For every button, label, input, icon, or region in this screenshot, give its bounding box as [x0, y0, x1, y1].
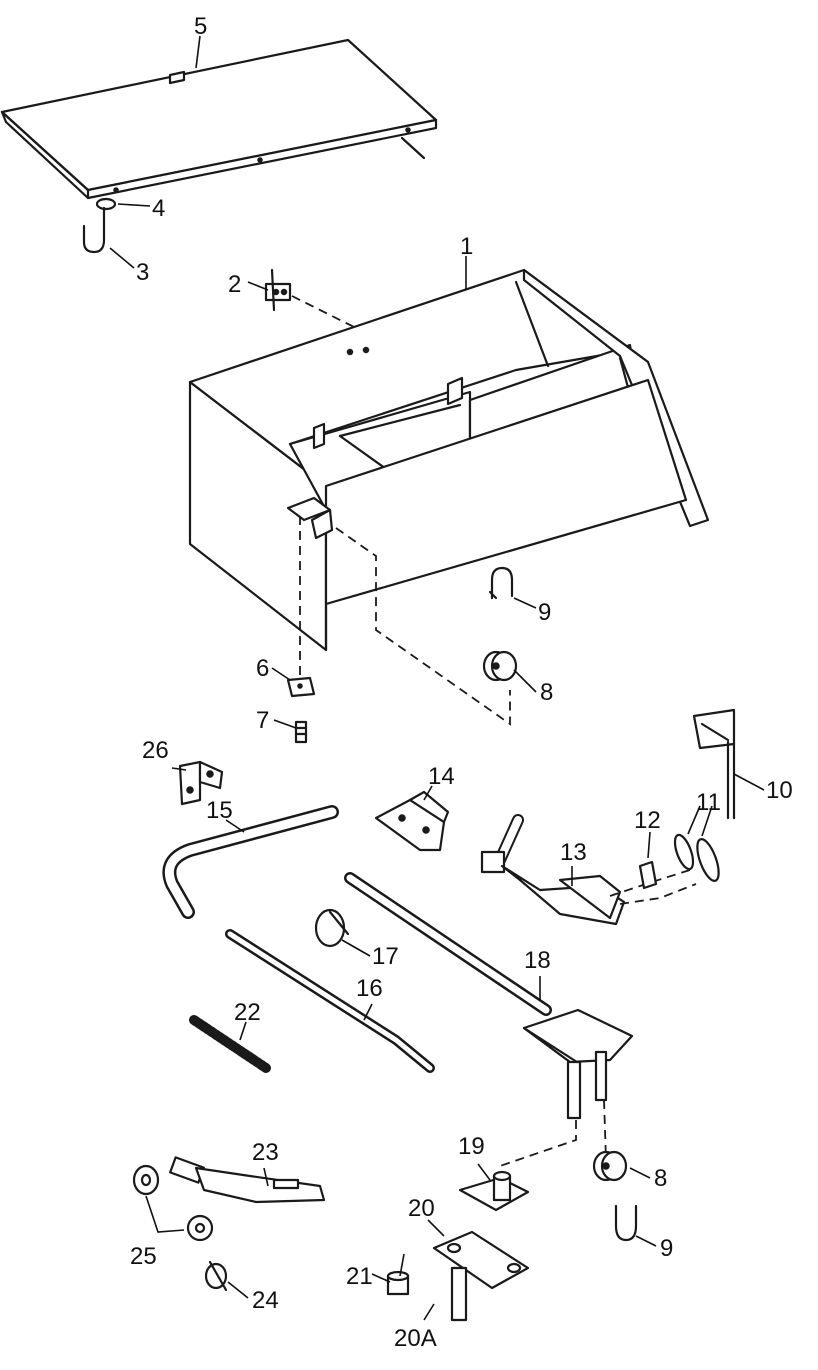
- part-19-bushing: [458, 1170, 530, 1212]
- part-8-pulley-upper: [482, 650, 518, 682]
- callout-9-lower: 9: [660, 1235, 673, 1262]
- part-10-handle: [692, 708, 736, 820]
- callout-9-upper: 9: [538, 599, 551, 626]
- part-21-bushing: [386, 1270, 410, 1296]
- part-14-plate: [374, 790, 450, 852]
- callout-15: 15: [206, 797, 233, 824]
- callout-13: 13: [560, 839, 587, 866]
- part-13-lever: [480, 814, 626, 926]
- callout-2: 2: [228, 271, 241, 298]
- callout-14: 14: [428, 763, 455, 790]
- callout-19: 19: [458, 1133, 485, 1160]
- callout-16: 16: [356, 975, 383, 1002]
- callout-25: 25: [130, 1243, 157, 1270]
- part-11-washers: [673, 833, 720, 882]
- part-20-plate: [432, 1230, 530, 1322]
- callout-24: 24: [252, 1287, 279, 1314]
- callout-17: 17: [372, 943, 399, 970]
- callout-20: 20: [408, 1195, 435, 1222]
- callout-18: 18: [524, 947, 551, 974]
- part-9-u-bolt-upper: [488, 566, 514, 600]
- callout-7: 7: [256, 707, 269, 734]
- part-23-arm: [169, 1156, 326, 1204]
- part-8-pulley-lower: [592, 1150, 628, 1182]
- part-7-screw: [294, 720, 308, 744]
- part-2-latch: [264, 268, 292, 312]
- part-15-bent-rod: [162, 805, 339, 919]
- part-3-j-bolt: [82, 206, 106, 254]
- callout-4: 4: [152, 195, 165, 222]
- part-4-washer: [95, 197, 117, 211]
- callout-labels: 5 4 3 1 2 6 7 9 8 10 11 12 13 14 15 26 1…: [130, 13, 793, 1352]
- callout-20a: 20A: [394, 1325, 437, 1352]
- callout-11: 11: [696, 789, 721, 816]
- callout-3: 3: [136, 259, 149, 286]
- callout-8-lower: 8: [654, 1165, 667, 1192]
- callout-1: 1: [460, 233, 473, 260]
- leader-arrows: [109, 35, 765, 1321]
- part-18-pan-rod: [344, 872, 634, 1120]
- callout-10: 10: [766, 777, 793, 804]
- callout-26: 26: [142, 737, 169, 764]
- callout-12: 12: [634, 807, 661, 834]
- part-12-shim: [638, 860, 658, 890]
- callout-23: 23: [252, 1139, 279, 1166]
- callout-5: 5: [194, 13, 207, 40]
- part-16-rod: [225, 929, 435, 1073]
- callout-8-upper: 8: [540, 679, 553, 706]
- part-22-spring: [189, 1015, 271, 1073]
- part-6-clip: [286, 676, 316, 698]
- part-17-clamp: [314, 908, 350, 948]
- part-26-bracket: [178, 760, 224, 806]
- part-24-clamp: [204, 1260, 228, 1292]
- callout-22: 22: [234, 999, 261, 1026]
- part-1-hopper-box: [188, 268, 710, 652]
- part-9-u-bolt-lower: [614, 1204, 638, 1242]
- callout-6: 6: [256, 655, 269, 682]
- callout-21: 21: [346, 1263, 373, 1290]
- part-25-washers: [132, 1164, 214, 1242]
- part-5-cover: [0, 38, 438, 200]
